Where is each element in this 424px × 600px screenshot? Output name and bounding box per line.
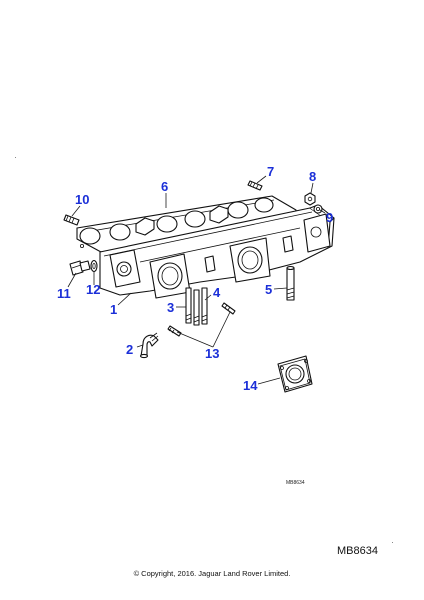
callout-11: 11 [57,286,71,301]
callout-5: 5 [265,282,272,297]
artifact-dot [392,542,393,543]
stud-13 [167,302,236,337]
callout-8: 8 [309,169,316,184]
callout-4: 4 [213,285,221,300]
pipe-elbow [139,332,159,359]
callout-9: 9 [326,210,333,225]
callout-12: 12 [86,282,100,297]
inline-reference-code: MB8634 [286,480,305,486]
leader-lines [67,175,326,385]
stud-4 [201,287,208,325]
copyright-notice: © Copyright, 2016. Jaguar Land Rover Lim… [133,569,291,578]
callout-14: 14 [243,378,258,393]
callout-1: 1 [110,302,117,317]
nut [304,192,316,206]
callout-6: 6 [161,179,168,194]
callout-7: 7 [267,164,274,179]
stud-7 [247,180,263,191]
sealing-washer [90,259,98,273]
diagram-reference-code: MB8634 [337,545,378,557]
drain-plug [69,260,91,276]
manifold-gasket [76,195,297,253]
stud-5 [286,265,295,301]
callout-3: 3 [167,300,174,315]
callout-10: 10 [75,192,89,207]
stud-3 [185,287,200,326]
stud [63,214,80,226]
washer [313,204,323,214]
gasket-plate [277,355,313,393]
callout-13: 13 [205,346,219,361]
artifact-dot [15,157,16,158]
exhaust-manifold [99,204,335,299]
callout-2: 2 [126,342,133,357]
